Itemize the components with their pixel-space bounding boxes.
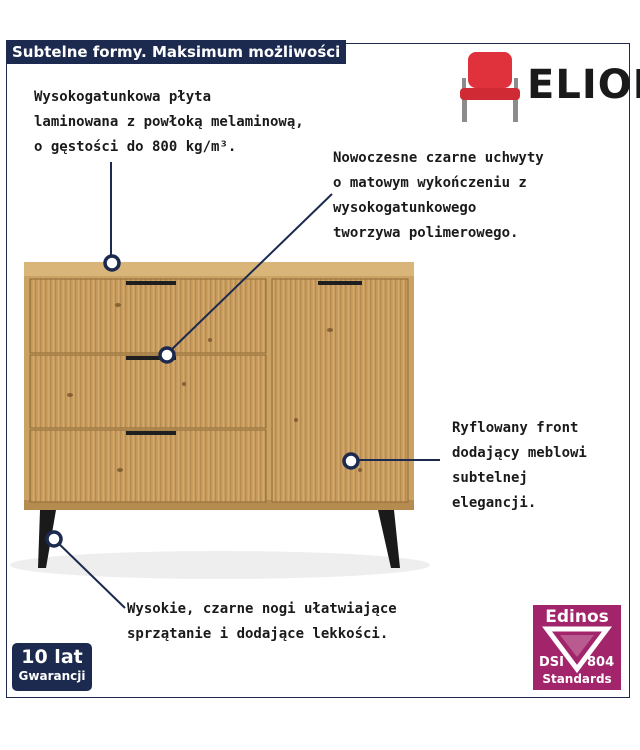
- drawer-bottom: [29, 429, 267, 503]
- edinos-checkmark-icon: [542, 626, 612, 674]
- callout-marker-icon: [342, 452, 360, 470]
- drawer-middle: [29, 354, 267, 429]
- callout-legs: Wysokie, czarne nogi ułatwiające sprząta…: [127, 601, 397, 642]
- callout-marker-icon: [103, 254, 121, 272]
- drawer-top: [29, 278, 267, 354]
- cabinet-door: [271, 278, 409, 503]
- door-handle: [318, 281, 362, 285]
- cabinet-base: [24, 500, 414, 510]
- warranty-years: 10 lat: [21, 646, 83, 668]
- callout-handles: Nowoczesne czarne uchwyty o matowym wyko…: [333, 150, 544, 241]
- cabinet-top: [24, 262, 414, 276]
- drawer-handle-bottom: [126, 431, 176, 435]
- warranty-label: Gwarancji: [18, 669, 86, 683]
- certificate-left: DSI: [539, 655, 564, 670]
- leg-front-right: [378, 510, 400, 568]
- callout-line-handles: [166, 193, 333, 355]
- edinos-certificate: Edinos DSI 804 Standards: [533, 605, 621, 690]
- brand-name: ELIOR: [527, 62, 640, 108]
- callout-marker-icon: [158, 346, 176, 364]
- drawer-handle-top: [126, 281, 176, 285]
- callout-marker-icon: [45, 530, 63, 548]
- certificate-name: Edinos: [545, 607, 609, 627]
- floor-shadow: [10, 551, 430, 579]
- certificate-standards: Standards: [542, 672, 612, 686]
- drawer-handle-middle: [126, 356, 176, 360]
- callout-line-legs: [53, 538, 126, 609]
- certificate-right: 804: [587, 655, 615, 670]
- page-banner: Subtelne formy. Maksimum możliwości: [6, 40, 347, 64]
- callout-board: Wysokogatunkowa płyta laminowana z powło…: [34, 89, 304, 155]
- callout-front: Ryflowany front dodający meblowi subteln…: [452, 420, 587, 511]
- warranty-badge: 10 lat Gwarancji: [12, 643, 92, 691]
